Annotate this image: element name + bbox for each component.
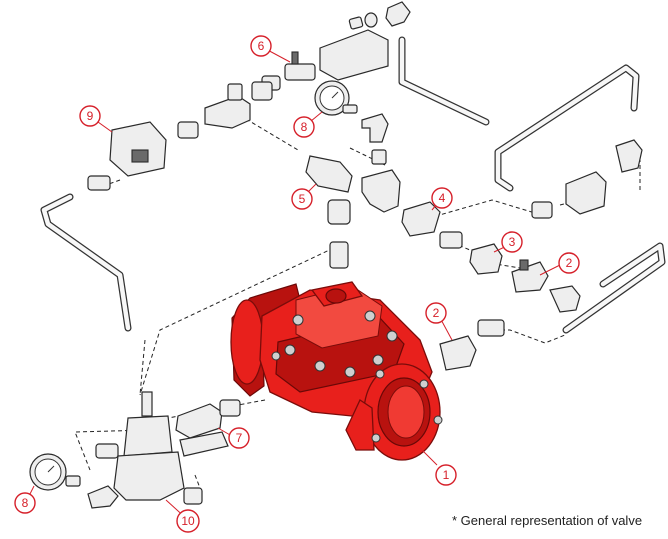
small-fittings [29, 1, 643, 509]
svg-text:8: 8 [22, 496, 29, 510]
callout-9: 9 [79, 105, 101, 127]
callout-3: 3 [501, 231, 523, 253]
callout-1: 1 [435, 464, 457, 486]
callout-10: 10 [176, 509, 200, 533]
svg-text:3: 3 [509, 235, 516, 249]
svg-text:7: 7 [236, 431, 243, 445]
callout-4: 4 [431, 187, 453, 209]
callout-6: 6 [250, 35, 272, 57]
svg-text:2: 2 [433, 306, 440, 320]
svg-text:1: 1 [443, 468, 450, 482]
svg-text:9: 9 [87, 109, 94, 123]
callout-8-top: 8 [293, 116, 315, 138]
svg-text:2: 2 [566, 256, 573, 270]
main-valve-body [230, 281, 443, 461]
svg-text:6: 6 [258, 39, 265, 53]
footnote: * General representation of valve [452, 513, 643, 528]
callout-2-upper: 2 [558, 252, 580, 274]
svg-text:4: 4 [439, 191, 446, 205]
tubing [40, 36, 666, 334]
callout-7: 7 [228, 427, 250, 449]
svg-text:5: 5 [299, 192, 306, 206]
svg-text:8: 8 [301, 120, 308, 134]
callout-2-lower: 2 [425, 302, 447, 324]
callout-5: 5 [291, 188, 313, 210]
svg-text:10: 10 [181, 514, 195, 528]
callout-8-bottom: 8 [14, 492, 36, 514]
